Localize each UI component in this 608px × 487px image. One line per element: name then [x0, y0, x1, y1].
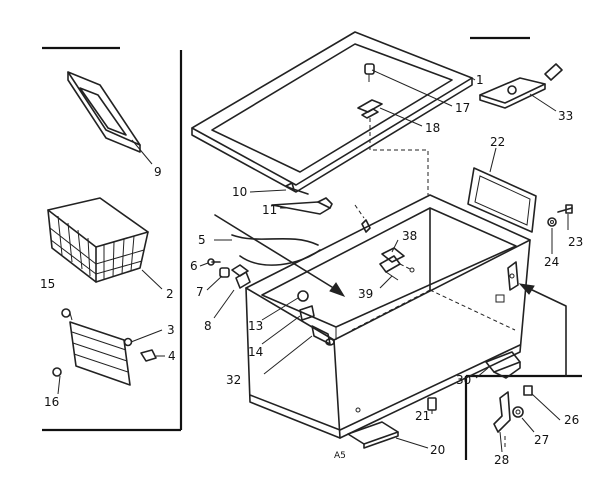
- callout-10: 10: [232, 185, 247, 199]
- callout-39: 39: [358, 287, 373, 301]
- thermostat-knob: [207, 258, 251, 289]
- callout-14: 14: [248, 345, 263, 359]
- callout-6: 6: [190, 259, 198, 273]
- callout-8: 8: [204, 319, 212, 333]
- callout-11: 11: [262, 203, 277, 217]
- callout-23: 23: [568, 235, 583, 249]
- drain-plug-assembly: [297, 290, 335, 346]
- callout-1: 1: [476, 73, 484, 87]
- assembly-arrow: [518, 283, 567, 377]
- callout-27: 27: [534, 433, 549, 447]
- callout-labels: 1 2 3 4 5 6 7 8 9 10 11 13 14 15 16 17 1…: [40, 73, 583, 467]
- hinge-assembly: [479, 63, 563, 109]
- callout-16: 16: [44, 395, 59, 409]
- callout-33: 33: [558, 109, 573, 123]
- callout-18: 18: [425, 121, 440, 135]
- callout-2: 2: [166, 287, 174, 301]
- callout-24: 24: [544, 255, 559, 269]
- callout-17: 17: [455, 101, 470, 115]
- callout-3: 3: [167, 323, 175, 337]
- callout-20: 20: [430, 443, 445, 457]
- callout-32: 32: [226, 373, 241, 387]
- callout-13: 13: [248, 319, 263, 333]
- shelf-grille: [52, 308, 157, 386]
- leader-lines: [57, 69, 569, 453]
- lock-assembly: [493, 385, 533, 448]
- callout-7: 7: [196, 285, 204, 299]
- light-assembly: [379, 247, 415, 281]
- door-panel: [67, 71, 141, 153]
- lid-hinge-bracket: [357, 99, 429, 195]
- cover-plate: [467, 167, 537, 233]
- callout-4: 4: [168, 349, 176, 363]
- lid-frame: [191, 31, 473, 193]
- callout-38: 38: [402, 229, 417, 243]
- callout-15: 15: [40, 277, 55, 291]
- callout-21: 21: [415, 409, 430, 423]
- freezer-cabinet: [245, 194, 531, 439]
- callout-5: 5: [198, 233, 206, 247]
- callout-26: 26: [564, 413, 579, 427]
- callout-28: 28: [494, 453, 509, 467]
- section-dividers: [42, 36, 582, 460]
- wire-basket: [47, 197, 149, 283]
- callout-22: 22: [490, 135, 505, 149]
- plate-screw-and-washer: [547, 204, 573, 227]
- callout-30: 30: [456, 373, 471, 387]
- callout-9: 9: [154, 165, 162, 179]
- cord-clip: [271, 182, 333, 215]
- hinge-bracket-lower: [485, 351, 521, 379]
- lid-screw: [364, 63, 375, 82]
- footer-code: A5: [334, 451, 346, 461]
